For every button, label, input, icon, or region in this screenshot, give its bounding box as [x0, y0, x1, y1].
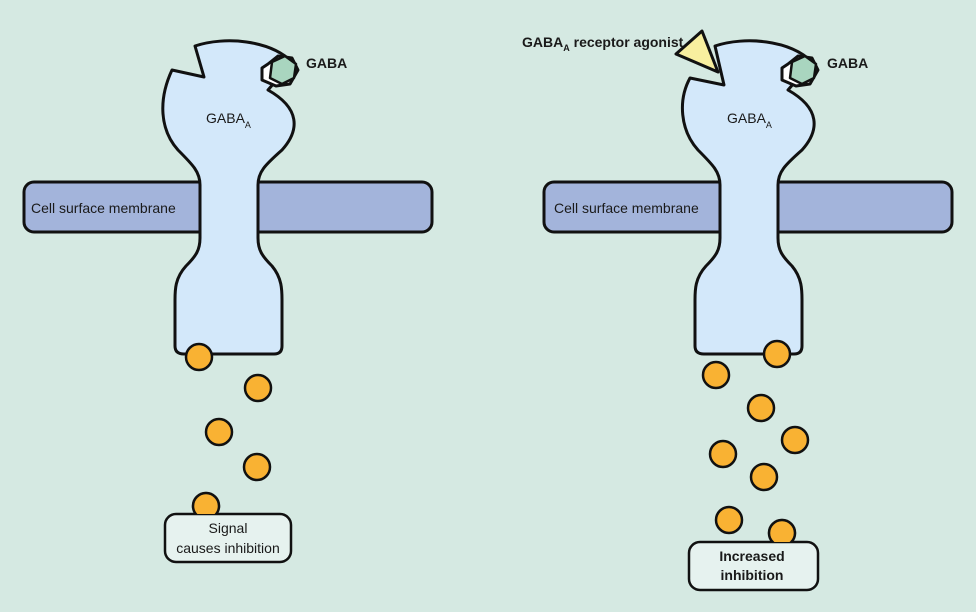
left-ion	[242, 452, 272, 482]
right-result-line1: Increased	[719, 548, 784, 564]
right-ion	[762, 339, 792, 369]
left-membrane-label: Cell surface membrane	[31, 200, 176, 216]
left-ion-over	[191, 491, 221, 514]
right-ion	[780, 425, 810, 455]
right-ion	[708, 439, 738, 469]
left-result-box	[163, 512, 293, 564]
right-result-box	[687, 540, 820, 592]
right-result-line2: inhibition	[721, 567, 784, 583]
right-ion	[749, 462, 779, 492]
left-gaba-label: GABA	[306, 55, 347, 71]
right-ion	[701, 360, 731, 390]
right-receptor-label: GABAA	[727, 110, 772, 130]
left-gaba-a-receptor	[161, 39, 296, 356]
left-panel: Cell surface membrane GABAA GABA Signal …	[22, 39, 434, 564]
right-ion	[746, 393, 776, 423]
right-membrane-label: Cell surface membrane	[554, 200, 699, 216]
right-agonist-icon	[674, 29, 720, 74]
right-ion-over	[767, 518, 797, 542]
left-ion	[204, 417, 234, 447]
left-ion	[184, 342, 214, 372]
left-result-line1: Signal	[209, 520, 248, 536]
left-ion	[243, 373, 273, 403]
left-result-line2: causes inhibition	[176, 540, 280, 556]
right-gaba-a-receptor	[680, 39, 816, 356]
right-gaba-label: GABA	[827, 55, 868, 71]
right-panel: Cell surface membrane GABAA GABAA recept…	[522, 29, 954, 592]
right-ion	[714, 505, 744, 535]
left-receptor-label: GABAA	[206, 110, 251, 130]
right-gaba-molecule-icon	[788, 54, 818, 86]
right-agonist-label: GABAA receptor agonist	[522, 34, 684, 53]
left-gaba-molecule-icon	[268, 54, 298, 86]
